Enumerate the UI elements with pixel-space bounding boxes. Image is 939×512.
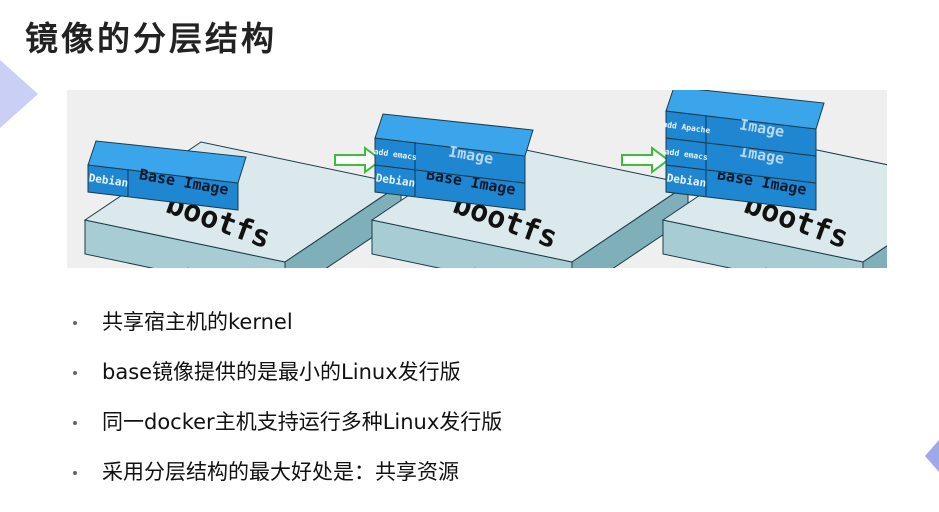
kernel-side-face — [862, 245, 887, 268]
stage-1: bootfsKernelDebianBase Image — [83, 140, 403, 268]
bullet-dot-icon — [73, 471, 77, 475]
decorative-triangle-left — [0, 60, 38, 128]
bullet-item: 同一docker主机支持运行多种Linux发行版 — [70, 402, 502, 452]
layer-side-label: Debian — [666, 171, 707, 189]
bullet-item: 采用分层结构的最大好处是：共享资源 — [70, 452, 502, 502]
bullet-text: 同一docker主机支持运行多种Linux发行版 — [102, 410, 503, 434]
image-layer-top — [665, 90, 825, 130]
bullet-item: base镜像提供的是最小的Linux发行版 — [70, 352, 502, 402]
layer-diagram-svg: bootfsKernelDebianBase ImagebootfsKernel… — [83, 90, 887, 268]
bullet-item: 共享宿主机的kernel — [70, 302, 502, 352]
bullet-dot-icon — [73, 371, 77, 375]
layer-side-label: Debian — [375, 171, 416, 189]
right-arrow-icon — [334, 146, 383, 174]
bullet-text: base镜像提供的是最小的Linux发行版 — [102, 360, 461, 384]
bullet-dot-icon — [73, 421, 77, 425]
bullet-dot-icon — [73, 321, 77, 325]
image-layer-top — [374, 113, 534, 157]
bullet-list: 共享宿主机的kernel base镜像提供的是最小的Linux发行版 同一doc… — [70, 302, 502, 502]
layer-side-label: Debian — [88, 171, 129, 189]
bullet-text: 共享宿主机的kernel — [102, 310, 293, 334]
layer-diagram: bootfsKernelDebianBase ImagebootfsKernel… — [67, 90, 887, 268]
right-arrow-icon — [621, 146, 670, 174]
slide-title: 镜像的分层结构 — [25, 19, 277, 58]
bullet-text: 采用分层结构的最大好处是：共享资源 — [102, 460, 459, 484]
image-layer-top — [87, 140, 247, 184]
decorative-triangle-right — [925, 440, 939, 472]
